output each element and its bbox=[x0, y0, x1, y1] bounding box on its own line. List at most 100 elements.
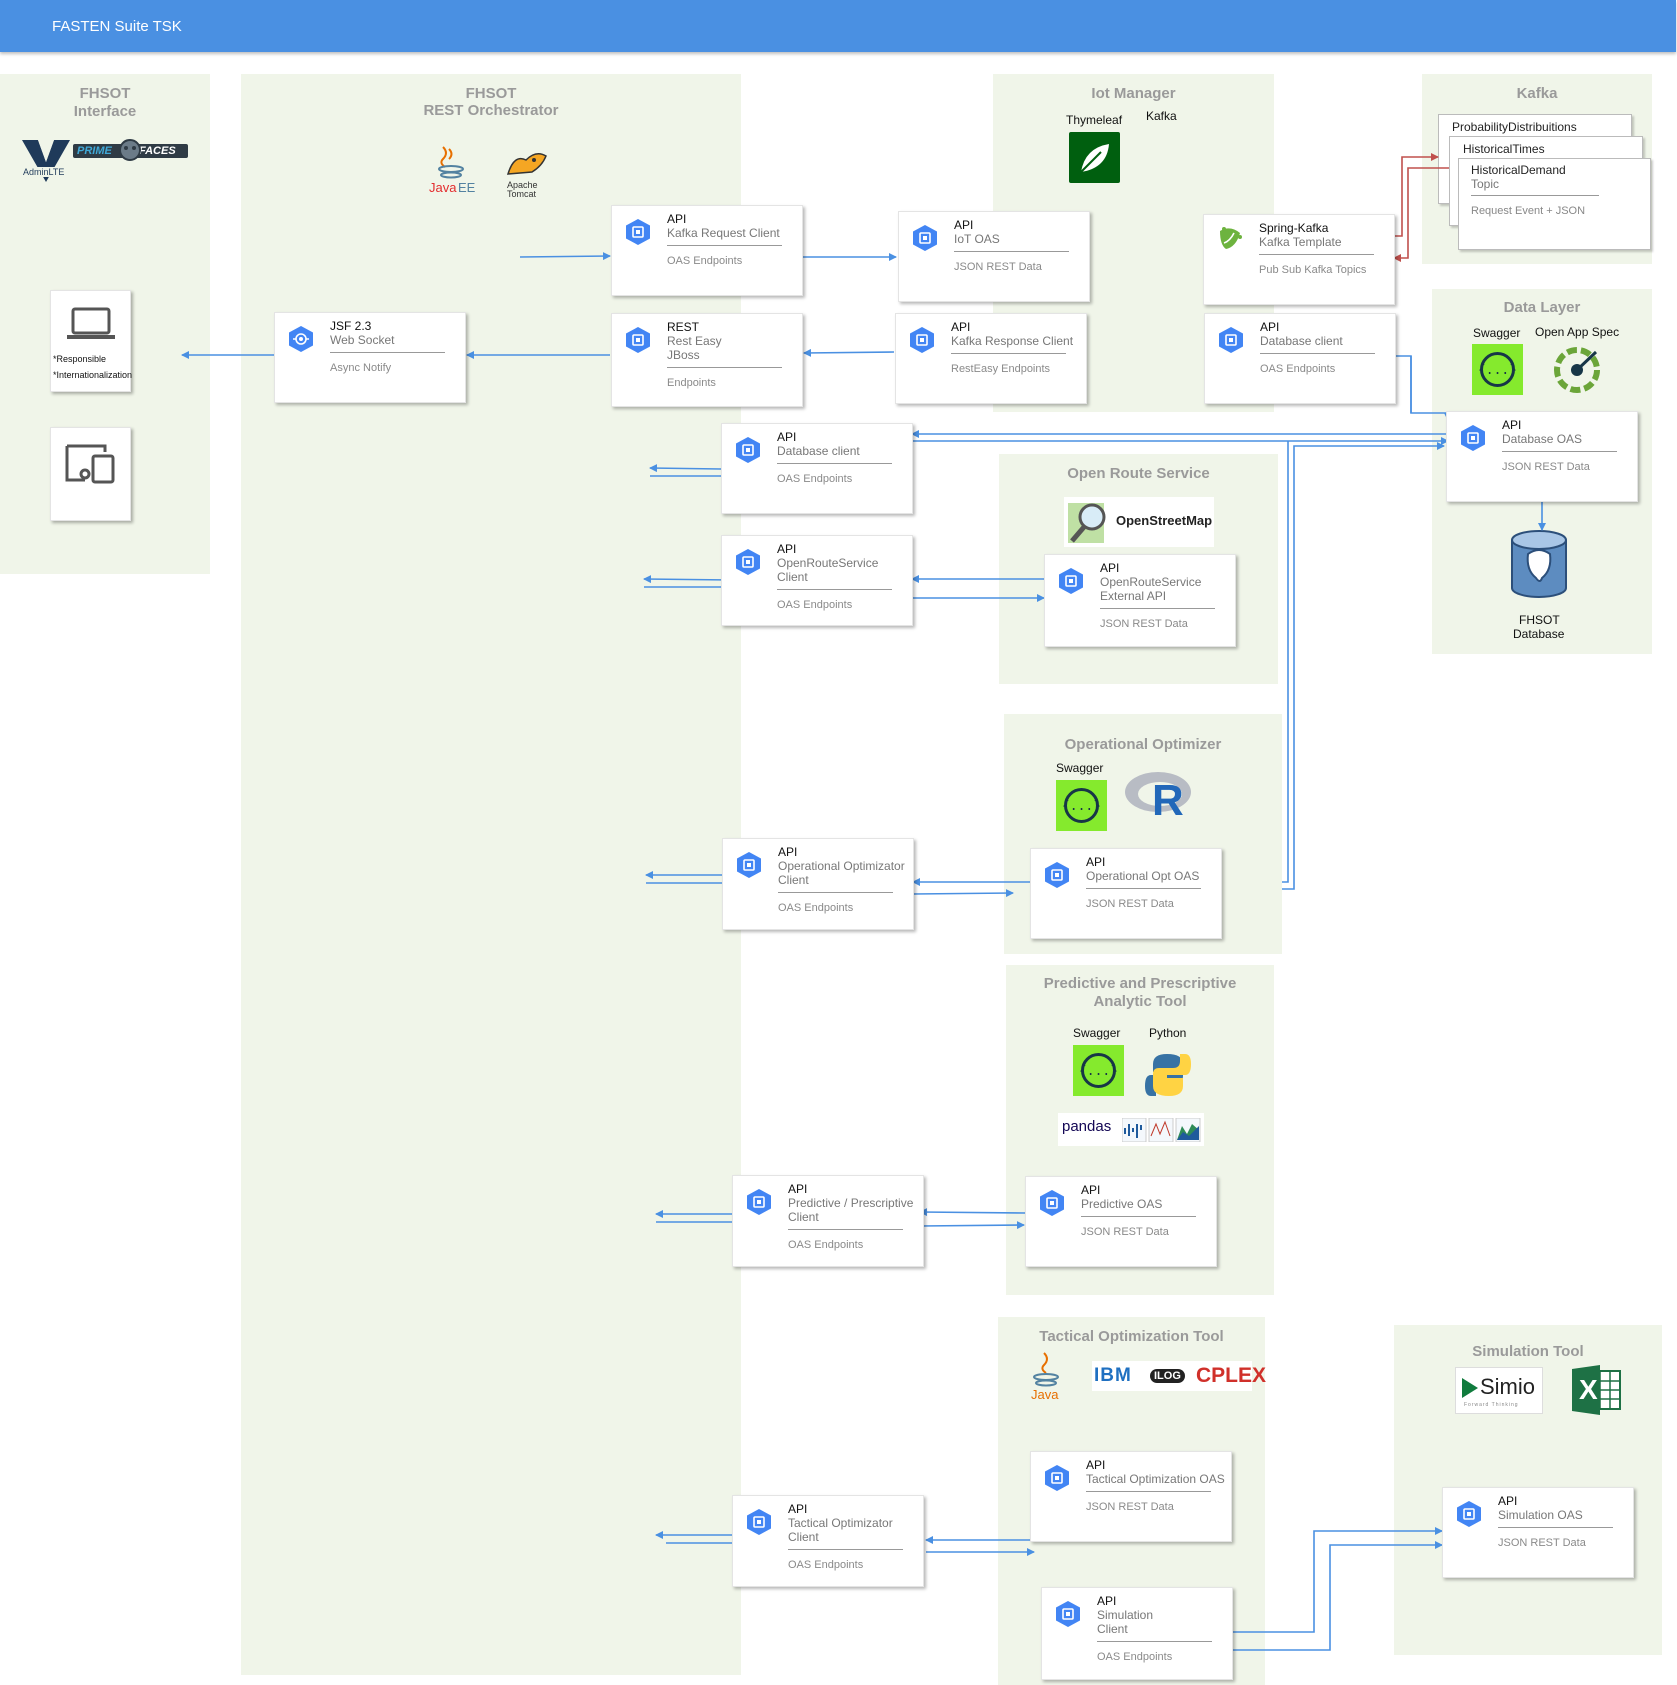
api-hex-icon bbox=[1457, 1501, 1481, 1527]
thymeleaf-leaf-icon bbox=[1069, 132, 1120, 183]
api-hex-icon bbox=[1219, 327, 1243, 353]
svg-text:{...}: {...} bbox=[1079, 1064, 1118, 1079]
panel-title: Operational Optimizer bbox=[1064, 736, 1222, 753]
card-divider bbox=[667, 245, 782, 246]
card-footer: OAS Endpoints bbox=[1097, 1651, 1173, 1663]
card-divider bbox=[788, 1549, 903, 1550]
spring-leaf-icon bbox=[1220, 227, 1242, 249]
card-title: API bbox=[1081, 1183, 1101, 1197]
card-divider bbox=[1097, 1641, 1212, 1642]
card-title: API bbox=[1086, 855, 1106, 869]
panel-title: Open Route Service bbox=[1067, 465, 1210, 482]
card-footer: JSON REST Data bbox=[1081, 1226, 1169, 1238]
db-label: Database bbox=[1513, 627, 1565, 641]
open-app-spec-icon bbox=[1552, 346, 1602, 394]
panel-title: Analytic Tool bbox=[1093, 993, 1187, 1010]
api-hex-icon bbox=[747, 1189, 771, 1215]
card-divider bbox=[954, 251, 1069, 252]
websocket-hex-icon bbox=[289, 326, 313, 352]
card-divider bbox=[778, 892, 893, 893]
cplex-label: CPLEX bbox=[1196, 1364, 1267, 1387]
card-title: API bbox=[1086, 1458, 1106, 1472]
card-title: Spring-Kafka bbox=[1259, 221, 1329, 235]
swagger-icon: {...} bbox=[1056, 780, 1107, 831]
python-label: Python bbox=[1149, 1026, 1187, 1040]
card-footer: JSON REST Data bbox=[1086, 898, 1174, 910]
card-subtitle: IoT OAS bbox=[954, 232, 1000, 246]
card-subtitle: Rest Easy bbox=[667, 334, 722, 348]
pandas-logo: pandas bbox=[1058, 1113, 1204, 1146]
svg-text:{...}: {...} bbox=[1478, 363, 1517, 378]
card-subtitle: Database client bbox=[1260, 334, 1343, 348]
card-divider bbox=[788, 1229, 903, 1230]
card-footer: OAS Endpoints bbox=[777, 473, 853, 485]
openapp-label: Open App Spec bbox=[1535, 325, 1620, 339]
card-subtitle: Kafka Template bbox=[1259, 235, 1342, 249]
panel-title: Interface bbox=[73, 103, 137, 120]
javaee-logo: Java EE bbox=[425, 145, 477, 197]
simio-play-icon bbox=[1462, 1378, 1478, 1398]
svg-text:{...}: {...} bbox=[1062, 799, 1101, 814]
panel-title: Simulation Tool bbox=[1472, 1343, 1584, 1360]
card-footer: OAS Endpoints bbox=[788, 1239, 864, 1251]
card-divider bbox=[1100, 608, 1215, 609]
adminlte-label: AdminLTE bbox=[23, 167, 65, 177]
ibm-label: IBM bbox=[1094, 1365, 1132, 1386]
thymeleaf-label: Thymeleaf bbox=[1066, 113, 1123, 127]
api-hex-icon bbox=[736, 549, 760, 575]
card-divider bbox=[1498, 1527, 1613, 1528]
topic-label: ProbabilityDistribuitions bbox=[1452, 120, 1577, 134]
panel-title: FHSOT bbox=[79, 85, 131, 102]
panel-title: Tactical Optimization Tool bbox=[1039, 1328, 1224, 1345]
card-subtitle: Kafka Request Client bbox=[667, 226, 780, 240]
panel-title: FHSOT bbox=[465, 85, 517, 102]
primefaces-label-a: PRIME bbox=[77, 145, 112, 157]
adminlte-logo: AdminLTE bbox=[20, 138, 72, 184]
header-bar: FASTEN Suite TSK bbox=[0, 0, 1676, 52]
excel-icon: X bbox=[1570, 1365, 1622, 1415]
card-divider bbox=[1259, 254, 1374, 255]
openstreetmap-logo: OpenStreetMap bbox=[1064, 497, 1214, 547]
api-hex-icon bbox=[736, 437, 760, 463]
topic-note: Request Event + JSON bbox=[1471, 205, 1586, 217]
javaee-label-a: Java bbox=[429, 180, 457, 195]
primefaces-label-b: FACES bbox=[139, 145, 176, 157]
card-footer: OAS Endpoints bbox=[788, 1559, 864, 1571]
card-title: API bbox=[777, 430, 797, 444]
postgresql-icon bbox=[1508, 530, 1570, 600]
swagger-icon: {...} bbox=[1073, 1045, 1124, 1096]
api-hex-icon bbox=[1056, 1601, 1080, 1627]
device-note: *Responsible bbox=[53, 354, 107, 364]
api-hex-icon bbox=[1461, 425, 1485, 451]
api-hex-icon bbox=[1040, 1190, 1064, 1216]
card-divider bbox=[777, 589, 892, 590]
pandas-label: pandas bbox=[1062, 1118, 1112, 1135]
card-subtitle: External API bbox=[1100, 589, 1167, 603]
swagger-label: Swagger bbox=[1073, 1026, 1121, 1040]
pandas-charts-icon bbox=[1122, 1118, 1201, 1142]
card-title: JSF 2.3 bbox=[330, 319, 372, 333]
topic-label: HistoricalTimes bbox=[1463, 142, 1545, 156]
device-note: *Internationalization bbox=[53, 370, 133, 380]
tomcat-icon bbox=[506, 153, 547, 175]
tomcat-label-a: Apache bbox=[507, 180, 538, 190]
card-subtitle: Database client bbox=[777, 444, 860, 458]
card-title: API bbox=[788, 1182, 808, 1196]
simio-logo: Simio Forward Thinking bbox=[1455, 1367, 1543, 1414]
card-subtitle: Operational Optimizator bbox=[778, 859, 905, 873]
card-title: API bbox=[667, 212, 687, 226]
card-subtitle: Client bbox=[788, 1530, 819, 1544]
card-title: API bbox=[777, 542, 797, 556]
api-hex-icon bbox=[910, 327, 934, 353]
api-hex-icon bbox=[626, 219, 650, 245]
panel-title: Predictive and Prescriptive bbox=[1043, 975, 1237, 992]
card-subtitle: Client bbox=[1097, 1622, 1128, 1636]
card-footer: JSON REST Data bbox=[954, 261, 1042, 273]
